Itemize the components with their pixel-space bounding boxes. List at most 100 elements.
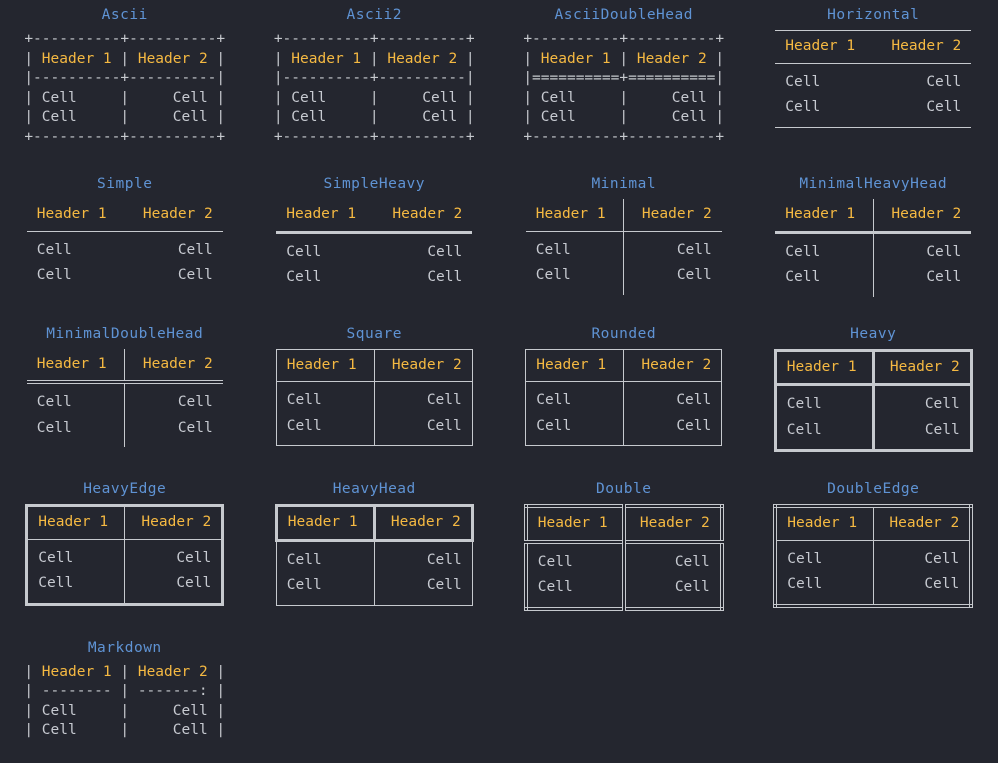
ascii-line: +----------+----------+	[24, 129, 225, 145]
table-row: CellCell	[27, 263, 223, 295]
ascii-border-text: |	[24, 722, 41, 738]
table-cell: Cell	[775, 540, 873, 572]
column-header: Header 2	[374, 506, 472, 541]
ascii-border-text: |	[112, 722, 138, 738]
table-title-square: Square	[347, 319, 402, 349]
ascii-line: | -------- | -------: |	[24, 683, 225, 699]
ascii-border-text: |	[361, 51, 387, 67]
table-card-simple: SimpleHeader 1Header 2CellCellCellCell	[0, 169, 250, 319]
ascii-cell-text: Cell	[291, 109, 361, 125]
table-title-ascii2: Ascii2	[347, 0, 402, 30]
table-container: Header 1Header 2CellCellCellCell	[749, 30, 998, 128]
box-table-doubleedge: Header 1Header 2CellCellCellCell	[773, 504, 973, 608]
table-cell: Cell	[624, 575, 722, 609]
table-container: Header 1Header 2CellCellCellCell	[749, 199, 998, 297]
table-row: CellCell	[775, 95, 971, 127]
table-cell: Cell	[27, 231, 125, 263]
table-header-row: Header 1Header 2	[775, 506, 971, 540]
column-header: Header 2	[624, 199, 722, 231]
table-container: Header 1Header 2CellCellCellCell	[499, 504, 749, 611]
ascii-cell-text: Cell	[541, 90, 611, 106]
ascii-border-text: |	[274, 109, 291, 125]
column-header: Header 2	[125, 506, 223, 540]
box-table-simple: Header 1Header 2CellCellCellCell	[27, 199, 223, 295]
table-cell: Cell	[27, 416, 125, 448]
table-row: CellCell	[775, 385, 971, 418]
table-card-simpleheavy: SimpleHeavyHeader 1Header 2CellCellCellC…	[250, 169, 500, 319]
table-cell: Cell	[276, 232, 374, 265]
table-row: CellCell	[775, 572, 971, 606]
table-container: Header 1Header 2CellCellCellCell	[749, 349, 998, 453]
table-cell: Cell	[374, 232, 472, 265]
table-row: CellCell	[276, 414, 472, 446]
column-header: Header 2	[624, 349, 722, 382]
ascii-border-text: |	[457, 90, 474, 106]
ascii-border-text: |	[24, 703, 41, 719]
table-cell: Cell	[27, 539, 125, 571]
ascii-cell-text: Cell	[138, 90, 208, 106]
table-cell: Cell	[624, 382, 722, 414]
column-header: Header 1	[27, 506, 125, 540]
column-header: Header 2	[873, 199, 971, 232]
table-row: CellCell	[526, 414, 722, 446]
table-header-row: Header 1Header 2	[276, 349, 472, 382]
table-title-horizontal: Horizontal	[827, 0, 919, 30]
ascii-line: |----------+----------|	[274, 70, 475, 86]
table-card-minimalheavyhead: MinimalHeavyHeadHeader 1Header 2CellCell…	[749, 169, 998, 319]
table-cell: Cell	[624, 542, 722, 576]
ascii-header-text: Header 2	[138, 51, 208, 67]
ascii-border-text: |	[523, 90, 540, 106]
table-cell: Cell	[276, 573, 374, 605]
table-title-ascii: Ascii	[102, 0, 148, 30]
ascii-border-text: |	[208, 90, 225, 106]
ascii-line: +----------+----------+	[523, 31, 724, 47]
table-card-ascii2: Ascii2+----------+----------+ | Header 1…	[250, 0, 500, 169]
ascii-cell-text: Cell	[387, 109, 457, 125]
table-card-minimal: MinimalHeader 1Header 2CellCellCellCell	[499, 169, 749, 319]
box-table-heavyhead: Header 1Header 2CellCellCellCell	[275, 504, 474, 606]
column-header: Header 2	[374, 349, 472, 382]
table-row: CellCell	[27, 571, 223, 604]
column-header: Header 1	[775, 199, 873, 232]
ascii-border-text: |	[274, 51, 291, 67]
ascii-border-text: |	[457, 51, 474, 67]
table-cell: Cell	[873, 418, 971, 451]
table-cell: Cell	[125, 571, 223, 604]
table-title-simpleheavy: SimpleHeavy	[323, 169, 425, 199]
table-row: CellCell	[775, 418, 971, 451]
table-cell: Cell	[873, 63, 971, 95]
table-container: +----------+----------+ | Header 1 | Hea…	[499, 30, 749, 147]
ascii-border-text: |	[274, 90, 291, 106]
table-container: Header 1Header 2CellCellCellCell	[0, 349, 250, 448]
table-card-heavyhead: HeavyHeadHeader 1Header 2CellCellCellCel…	[250, 474, 500, 633]
table-container: Header 1Header 2CellCellCellCell	[499, 199, 749, 295]
table-cell: Cell	[526, 575, 624, 609]
table-header-row: Header 1Header 2	[27, 199, 223, 231]
ascii-table-asciidoublehead: +----------+----------+ | Header 1 | Hea…	[523, 30, 724, 147]
table-cell: Cell	[125, 263, 223, 295]
table-row: CellCell	[27, 382, 223, 416]
table-cell: Cell	[27, 382, 125, 416]
ascii-border-text: |	[707, 51, 724, 67]
table-row: CellCell	[775, 540, 971, 572]
ascii-border-text: |	[112, 664, 138, 680]
ascii-border-text: |	[523, 109, 540, 125]
table-header-row: Header 1Header 2	[775, 199, 971, 232]
table-container: Header 1Header 2CellCellCellCell	[0, 199, 250, 295]
table-container: | Header 1 | Header 2 | | -------- | ---…	[0, 663, 250, 741]
box-table-minimalheavyhead: Header 1Header 2CellCellCellCell	[775, 199, 971, 297]
table-cell: Cell	[526, 414, 624, 446]
table-row: CellCell	[276, 573, 472, 605]
ascii-line: +----------+----------+	[523, 129, 724, 145]
table-header-row: Header 1Header 2	[27, 506, 223, 540]
ascii-cell-text: Cell	[42, 703, 112, 719]
ascii-border-text: |	[208, 722, 225, 738]
table-container: +----------+----------+ | Header 1 | Hea…	[250, 30, 500, 147]
table-row: CellCell	[27, 539, 223, 571]
table-row: CellCell	[775, 232, 971, 265]
table-row: CellCell	[276, 265, 472, 297]
table-cell: Cell	[276, 540, 374, 573]
column-header: Header 1	[27, 349, 125, 383]
ascii-border-text: |	[112, 109, 138, 125]
